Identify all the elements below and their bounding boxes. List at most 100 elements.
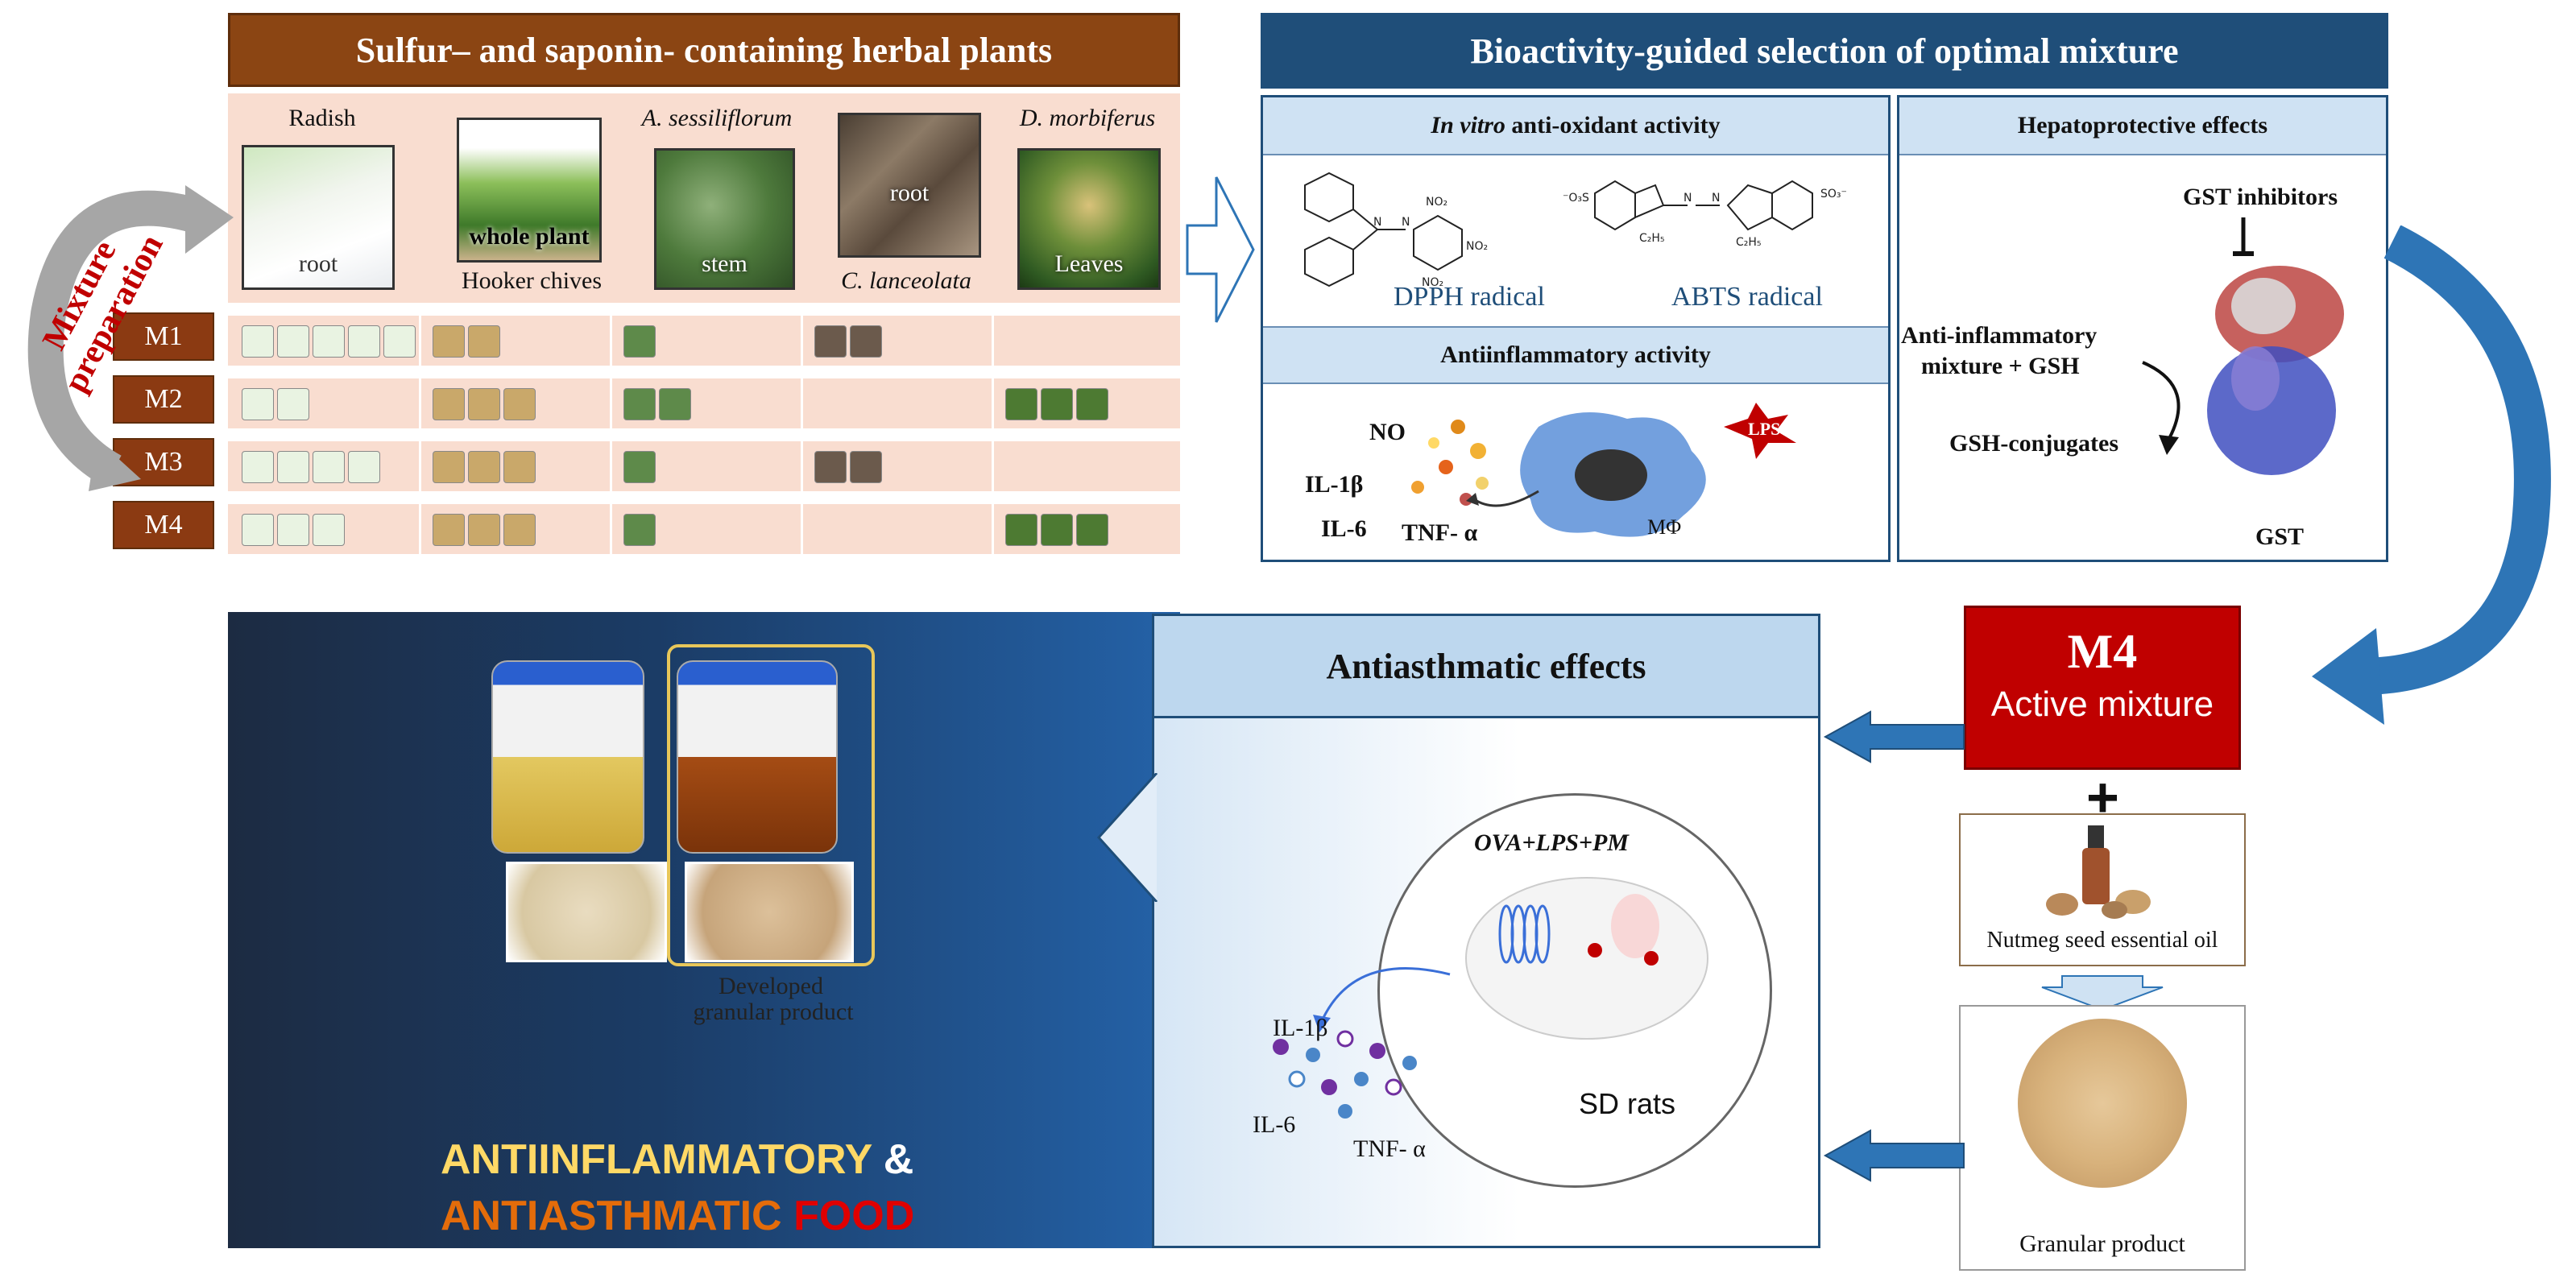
mixture-label-m4: M4 (113, 501, 214, 549)
mixture-thumbnail (1041, 388, 1073, 420)
mixture-thumbnail (468, 388, 500, 420)
m4-subtitle: Active mixture (1990, 684, 2214, 724)
mixture-thumbnail (623, 514, 656, 546)
rat-illustration (1465, 877, 1708, 1040)
nutmeg-oil-illustration (2046, 825, 2151, 919)
mixture-thumbnail (277, 325, 309, 358)
mixture-thumbnail (468, 325, 500, 358)
il6-label: IL-6 (1321, 515, 1367, 542)
m4-title: M4 (2067, 625, 2138, 678)
mixture-column-divider (419, 316, 421, 554)
plant-name-c-lanceolata: C. lanceolata (841, 267, 971, 294)
mixture-thumbnail (313, 514, 345, 546)
bioactivity-panel-title: Bioactivity-guided selection of optimal … (1261, 13, 2388, 89)
mixture-thumbnail (850, 325, 882, 358)
svg-text:NO₂: NO₂ (1426, 196, 1447, 209)
mixture-gsh-line-2: mixture + GSH (1921, 353, 2080, 379)
mixture-thumbnail (242, 388, 274, 420)
mixture-thumbnail (659, 388, 691, 420)
mixture-thumbnail (277, 514, 309, 546)
asthma-il1b-label: IL-1β (1273, 1015, 1328, 1041)
ampersand: & (872, 1136, 914, 1183)
svg-text:C₂H₅: C₂H₅ (1639, 232, 1665, 245)
mixture-thumbnail (468, 451, 500, 483)
mixture-thumbnail (1005, 388, 1037, 420)
svg-text:NO₂: NO₂ (1422, 276, 1443, 289)
antiinflammatory-word: ANTIINFLAMMATORY (440, 1136, 872, 1183)
down-arrow-to-granular (2041, 975, 2164, 1011)
mixture-thumbnail (1076, 514, 1108, 546)
gst-protein-structure (2207, 266, 2344, 475)
mixture-gsh-line-1: Anti-inflammatory (1901, 322, 2098, 349)
mixture-thumbnail (503, 514, 536, 546)
mixture-thumbnail (433, 451, 465, 483)
svg-text:C₂H₅: C₂H₅ (1736, 236, 1762, 249)
antioxidant-title-italic: In vitro (1431, 112, 1505, 139)
mixture-column-divider (610, 316, 612, 554)
m4-active-mixture-box: M4 Active mixture (1964, 606, 2241, 770)
mixture-thumbnail (503, 388, 536, 420)
mixture-thumbnail (242, 325, 274, 358)
mixture-thumbnail (1041, 514, 1073, 546)
jar-clear (491, 660, 644, 854)
treatment-label: OVA+LPS+PM (1474, 829, 1629, 856)
il1b-label: IL-1β (1305, 471, 1364, 498)
inhibition-symbol (2233, 217, 2254, 256)
mixture-column-divider (801, 316, 803, 554)
plant-name-radish: Radish (288, 105, 356, 131)
plant-name-a-sessiliflorum: A. sessiliflorum (641, 105, 793, 131)
mixture-thumbnail (242, 514, 274, 546)
curved-arrow-to-m4 (2312, 225, 2551, 725)
mixture-thumbnail (814, 325, 847, 358)
antioxidant-title-rest: anti-oxidant activity (1505, 112, 1721, 139)
tray-dark-granules (685, 862, 854, 962)
mixture-thumbnail (348, 451, 380, 483)
mixture-label-m1: M1 (113, 312, 214, 361)
hepatoprotective-title: Hepatoprotective effects (1899, 97, 2386, 155)
mixture-thumbnail (348, 325, 380, 358)
mixture-thumbnail (277, 388, 309, 420)
svg-text:N: N (1684, 192, 1692, 205)
asthma-tnfa-label: TNF- α (1353, 1135, 1426, 1162)
herbal-panel-title: Sulfur– and saponin- containing herbal p… (228, 13, 1180, 87)
tray-light-granules (506, 862, 667, 962)
jar-amber (677, 660, 838, 854)
conjugation-arrow (2142, 361, 2180, 455)
antiasthmatic-title: Antiasthmatic effects (1152, 614, 1820, 718)
plant-name-hooker-chives: Hooker chives (461, 267, 603, 294)
mixture-thumbnail (468, 514, 500, 546)
tnfa-label: TNF- α (1402, 519, 1478, 546)
mixture-thumbnail (433, 325, 465, 358)
radish-photo: root (242, 145, 395, 290)
arrow-granular-to-asthma (1823, 1129, 1965, 1182)
asthma-il6-label: IL-6 (1253, 1111, 1296, 1138)
mixture-column-divider (992, 316, 994, 554)
asthma-cytokines (1273, 967, 1451, 1119)
d-morbiferus-photo: Leaves (1017, 148, 1161, 290)
mixture-thumbnail (433, 514, 465, 546)
c-lanceolata-photo: root (838, 113, 981, 258)
developed-label-line-1: Developed (719, 973, 823, 999)
mixture-row-m3 (228, 441, 1180, 491)
mixture-thumbnail (1076, 388, 1108, 420)
hooker-chives-photo: whole plant (457, 118, 602, 263)
developed-product-highlight (667, 644, 875, 966)
granular-product-label: Granular product (2019, 1230, 2185, 1257)
macrophage-label: MΦ (1647, 515, 1682, 539)
mixture-thumbnail (623, 325, 656, 358)
d-morbiferus-photo-label: Leaves (1054, 250, 1124, 277)
antiinflammatory-title: Antiinflammatory activity (1263, 326, 1888, 384)
no-label: NO (1369, 419, 1406, 445)
radish-photo-label: root (298, 250, 338, 277)
plant-name-d-morbiferus: D. morbiferus (1019, 105, 1156, 131)
arrow-m4-to-asthma (1823, 710, 1965, 763)
developed-label-line-2: granular product (693, 999, 854, 1025)
mixture-thumbnail (850, 451, 882, 483)
svg-text:SO₃⁻: SO₃⁻ (1820, 188, 1847, 201)
svg-text:⁻O₃S: ⁻O₃S (1563, 192, 1589, 205)
mixture-thumbnail (503, 451, 536, 483)
abts-label: ABTS radical (1671, 282, 1823, 312)
food-claim-line-1: ANTIINFLAMMATORY & (419, 1087, 913, 1184)
